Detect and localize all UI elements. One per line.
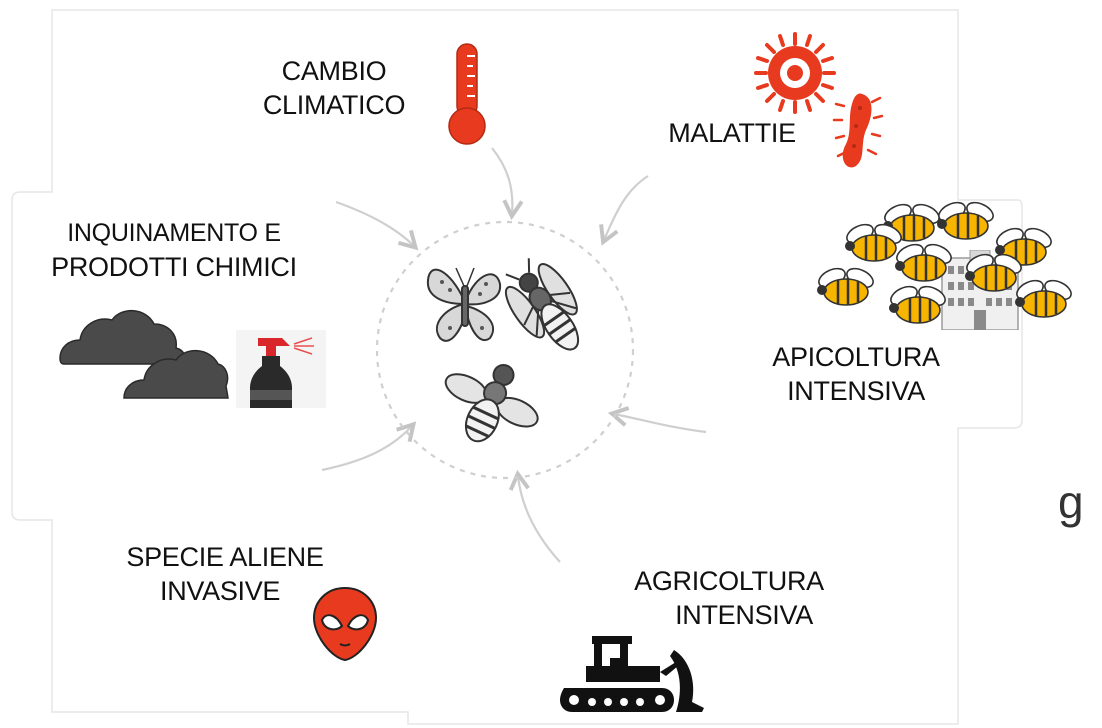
label-invasive-line1: SPECIE ALIENE bbox=[126, 542, 324, 572]
label-climate-change: CAMBIO CLIMATICO bbox=[250, 54, 418, 122]
bee-icon bbox=[440, 354, 540, 454]
edge-glyph: g bbox=[1058, 476, 1084, 528]
label-pollution: INQUINAMENTO E PRODOTTI CHIMICI bbox=[24, 216, 324, 284]
label-disease-line1: MALATTIE bbox=[668, 118, 796, 148]
arrow-invasive bbox=[321, 421, 417, 472]
spray-bottle-icon bbox=[236, 330, 326, 408]
arrow-beekeeping bbox=[607, 406, 707, 434]
thermometer-icon bbox=[444, 42, 490, 148]
label-pollution-line1: INQUINAMENTO E bbox=[67, 219, 281, 247]
center-circle bbox=[375, 220, 635, 480]
label-beekeeping-line1: APICOLTURA bbox=[772, 342, 940, 372]
bacterium-icon bbox=[832, 88, 886, 172]
arrow-agriculture bbox=[508, 469, 561, 563]
label-beekeeping-line2: INTENSIVA bbox=[787, 376, 925, 406]
label-intensive-beekeeping: APICOLTURA INTENSIVA bbox=[756, 340, 956, 408]
alien-head-icon bbox=[312, 586, 378, 662]
wasp-icon bbox=[500, 258, 600, 368]
label-agriculture-line2: INTENSIVA bbox=[675, 600, 813, 630]
arrow-climate bbox=[491, 147, 524, 221]
label-intensive-agriculture: AGRICOLTURA INTENSIVA bbox=[618, 564, 840, 632]
label-climate-line1: CAMBIO bbox=[281, 56, 387, 86]
label-diseases: MALATTIE bbox=[652, 116, 812, 150]
label-invasive-line2: INVASIVE bbox=[160, 576, 281, 606]
arrow-pollution bbox=[335, 200, 419, 251]
label-agriculture-line1: AGRICOLTURA bbox=[634, 566, 824, 596]
bulldozer-icon bbox=[560, 632, 706, 714]
bee-swarm-icon bbox=[814, 186, 1086, 336]
cloud-icon bbox=[50, 296, 230, 406]
label-climate-line2: CLIMATICO bbox=[262, 90, 406, 120]
butterfly-icon bbox=[420, 250, 510, 350]
virus-icon bbox=[752, 30, 838, 116]
arrow-disease bbox=[599, 175, 649, 246]
label-pollution-line2: PRODOTTI CHIMICI bbox=[51, 252, 297, 282]
label-invasive-species: SPECIE ALIENE INVASIVE bbox=[112, 540, 338, 608]
